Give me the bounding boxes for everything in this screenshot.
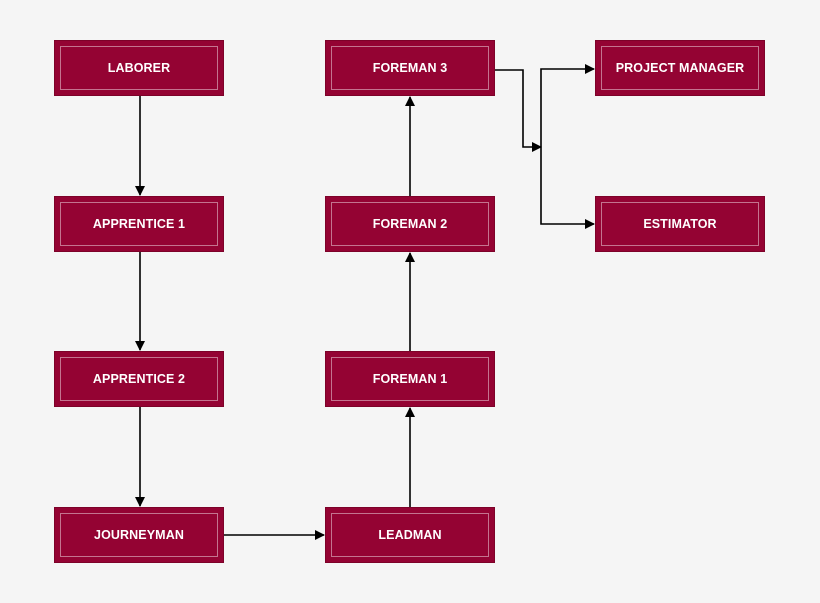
node-apprentice-1: APPRENTICE 1	[54, 196, 224, 252]
node-foreman-1: FOREMAN 1	[325, 351, 495, 407]
node-journeyman-label: JOURNEYMAN	[94, 528, 184, 542]
node-foreman-2-label: FOREMAN 2	[372, 217, 448, 231]
node-laborer-label: LABORER	[107, 61, 171, 75]
node-journeyman: JOURNEYMAN	[54, 507, 224, 563]
arrow-junction-to-estimator	[540, 147, 595, 229]
node-estimator-label: ESTIMATOR	[643, 217, 717, 231]
node-project-manager: PROJECT MANAGER	[595, 40, 765, 96]
node-foreman-3-label: FOREMAN 3	[372, 61, 448, 75]
node-apprentice-1-label: APPRENTICE 1	[92, 217, 186, 231]
node-apprentice-2: APPRENTICE 2	[54, 351, 224, 407]
node-project-manager-label: PROJECT MANAGER	[615, 61, 745, 75]
node-foreman-2: FOREMAN 2	[325, 196, 495, 252]
node-apprentice-2-label: APPRENTICE 2	[92, 372, 186, 386]
node-leadman-label: LEADMAN	[378, 528, 442, 542]
arrow-junction-to-project-manager	[540, 64, 595, 147]
node-foreman-3: FOREMAN 3	[325, 40, 495, 96]
node-leadman: LEADMAN	[325, 507, 495, 563]
node-foreman-1-label: FOREMAN 1	[372, 372, 448, 386]
node-estimator: ESTIMATOR	[595, 196, 765, 252]
arrow-foreman-3-to-junction	[495, 69, 542, 152]
node-laborer: LABORER	[54, 40, 224, 96]
